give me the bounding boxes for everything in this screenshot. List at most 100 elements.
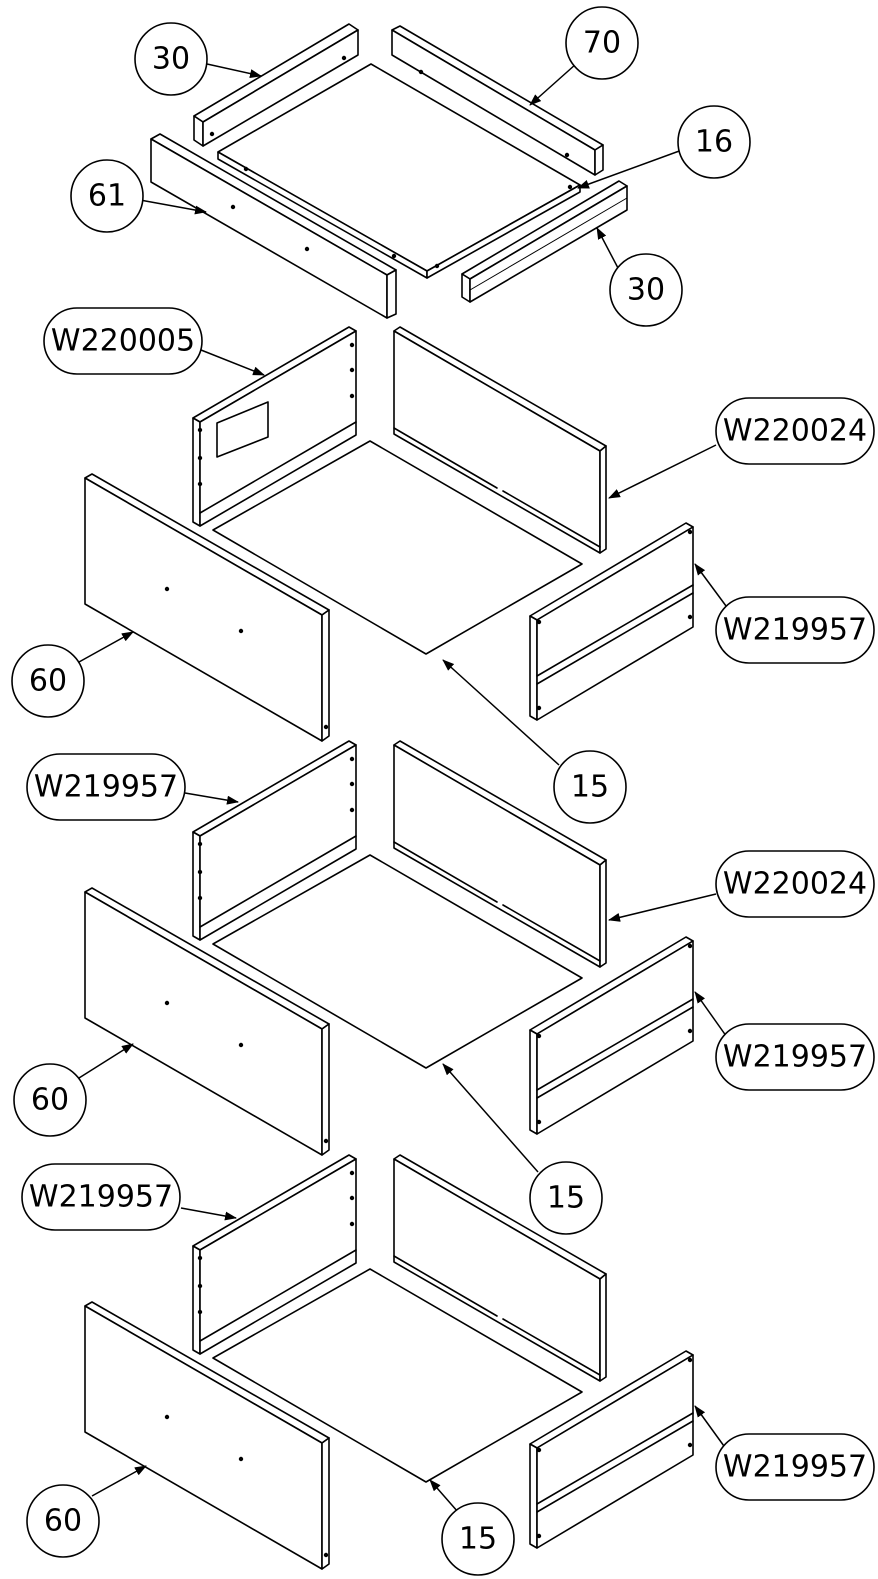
callout-30-rear-rail: 30 xyxy=(134,22,208,96)
bottom-panel xyxy=(212,1268,583,1483)
screw-hole xyxy=(349,807,355,813)
svg-text:W219957: W219957 xyxy=(723,1450,867,1485)
screw-hole xyxy=(323,1552,329,1558)
screw-hole xyxy=(349,1195,355,1201)
svg-text:30: 30 xyxy=(152,42,190,77)
callout-60-upper: 60 xyxy=(11,644,85,718)
screw-hole xyxy=(323,724,329,730)
right-side-panel-groove xyxy=(536,592,694,685)
svg-text:60: 60 xyxy=(44,1504,82,1539)
handle-hole xyxy=(238,628,244,634)
callout-60-lower: 60 xyxy=(26,1484,100,1558)
callout-w220005: W220005 xyxy=(43,307,203,375)
screw-hole xyxy=(536,1119,542,1125)
handle-hole xyxy=(164,1000,170,1006)
rear-left-panel-groove xyxy=(199,835,357,928)
front-panel-end xyxy=(321,1023,330,1156)
rail-part-61 xyxy=(150,133,397,319)
rear-left-panel-face xyxy=(199,330,357,527)
screw-hole xyxy=(349,1170,355,1176)
back-panel-groove-right xyxy=(502,904,601,962)
callout-w219957-lower-left: W219957 xyxy=(21,1163,181,1231)
screw-hole xyxy=(349,756,355,762)
screw-hole xyxy=(349,367,355,373)
svg-text:W219957: W219957 xyxy=(723,613,867,648)
screw-hole xyxy=(687,1442,693,1448)
screw-hole xyxy=(197,1255,203,1261)
svg-text:15: 15 xyxy=(547,1181,585,1216)
screw-hole xyxy=(536,1447,542,1453)
right-side-panel-groove xyxy=(536,584,694,677)
screw-hole xyxy=(536,705,542,711)
back-panel-end xyxy=(599,445,607,554)
right-side-panel-face xyxy=(536,940,694,1135)
back-panel-end xyxy=(599,859,607,968)
screw-hole xyxy=(197,427,203,433)
callouts: 30 70 16 61 30 W220005 W220024 W2 xyxy=(11,6,875,1576)
screw-hole xyxy=(349,342,355,348)
callout-15-middle: 15 xyxy=(529,1161,603,1235)
screw-hole xyxy=(349,1221,355,1227)
svg-text:W219957: W219957 xyxy=(29,1180,173,1215)
leader-lines xyxy=(78,63,730,1513)
back-panel-groove-left xyxy=(393,1255,498,1317)
svg-text:15: 15 xyxy=(571,770,609,805)
svg-text:30: 30 xyxy=(627,273,665,308)
svg-text:60: 60 xyxy=(31,1083,69,1118)
svg-text:15: 15 xyxy=(459,1522,497,1557)
rail-part-30-right xyxy=(461,180,628,303)
right-side-panel-groove xyxy=(536,998,694,1091)
callout-w220024-upper: W220024 xyxy=(715,397,875,465)
right-side-panel-groove xyxy=(536,1006,694,1099)
svg-text:W220005: W220005 xyxy=(51,324,195,359)
right-side-panel-end xyxy=(529,1443,538,1549)
svg-text:W219957: W219957 xyxy=(34,770,178,805)
svg-text:W220024: W220024 xyxy=(723,867,867,902)
screw-hole xyxy=(323,1138,329,1144)
bottom-panel xyxy=(212,854,583,1069)
drawer-box-3 xyxy=(84,1154,694,1570)
screw-hole xyxy=(197,1309,203,1315)
callout-w219957-middle-left: W219957 xyxy=(26,753,186,821)
back-panel-groove-right xyxy=(502,1318,601,1376)
screw-hole xyxy=(687,614,693,620)
screw-hole xyxy=(197,455,203,461)
front-panel-end xyxy=(321,1437,330,1570)
rear-left-panel-groove xyxy=(199,421,357,514)
callout-w219957-upper-right: W219957 xyxy=(715,596,875,664)
right-side-panel-end xyxy=(529,1029,538,1135)
callout-16: 16 xyxy=(677,105,751,179)
svg-text:70: 70 xyxy=(583,26,621,61)
screw-hole xyxy=(197,1283,203,1289)
screw-hole xyxy=(536,619,542,625)
rear-left-panel-end xyxy=(192,831,201,941)
callout-70: 70 xyxy=(565,6,639,80)
screw-hole xyxy=(687,529,693,535)
bottom-panel xyxy=(212,440,583,655)
handle-hole xyxy=(164,1414,170,1420)
rear-left-panel-face xyxy=(199,1158,357,1355)
screw-hole xyxy=(536,1533,542,1539)
right-side-panel-groove xyxy=(536,1420,694,1513)
callout-15-lower: 15 xyxy=(441,1502,515,1576)
screw-hole xyxy=(687,1357,693,1363)
svg-text:16: 16 xyxy=(695,125,733,160)
back-panel-groove-left xyxy=(393,427,498,489)
front-panel-end xyxy=(321,609,330,742)
svg-text:W220024: W220024 xyxy=(723,414,867,449)
callout-15-upper: 15 xyxy=(553,750,627,824)
rear-left-panel-end xyxy=(192,417,201,527)
right-side-panel-face xyxy=(536,526,694,721)
screw-hole xyxy=(687,1028,693,1034)
top-panel-part xyxy=(217,63,581,279)
svg-text:61: 61 xyxy=(88,179,126,214)
handle-hole xyxy=(164,586,170,592)
callout-w219957-lower-right: W219957 xyxy=(715,1433,875,1501)
screw-hole xyxy=(349,393,355,399)
svg-text:60: 60 xyxy=(29,664,67,699)
drawer-box-2 xyxy=(84,740,694,1156)
handle-hole xyxy=(238,1042,244,1048)
drawer-box-1 xyxy=(84,326,694,742)
handle-hole xyxy=(238,1456,244,1462)
